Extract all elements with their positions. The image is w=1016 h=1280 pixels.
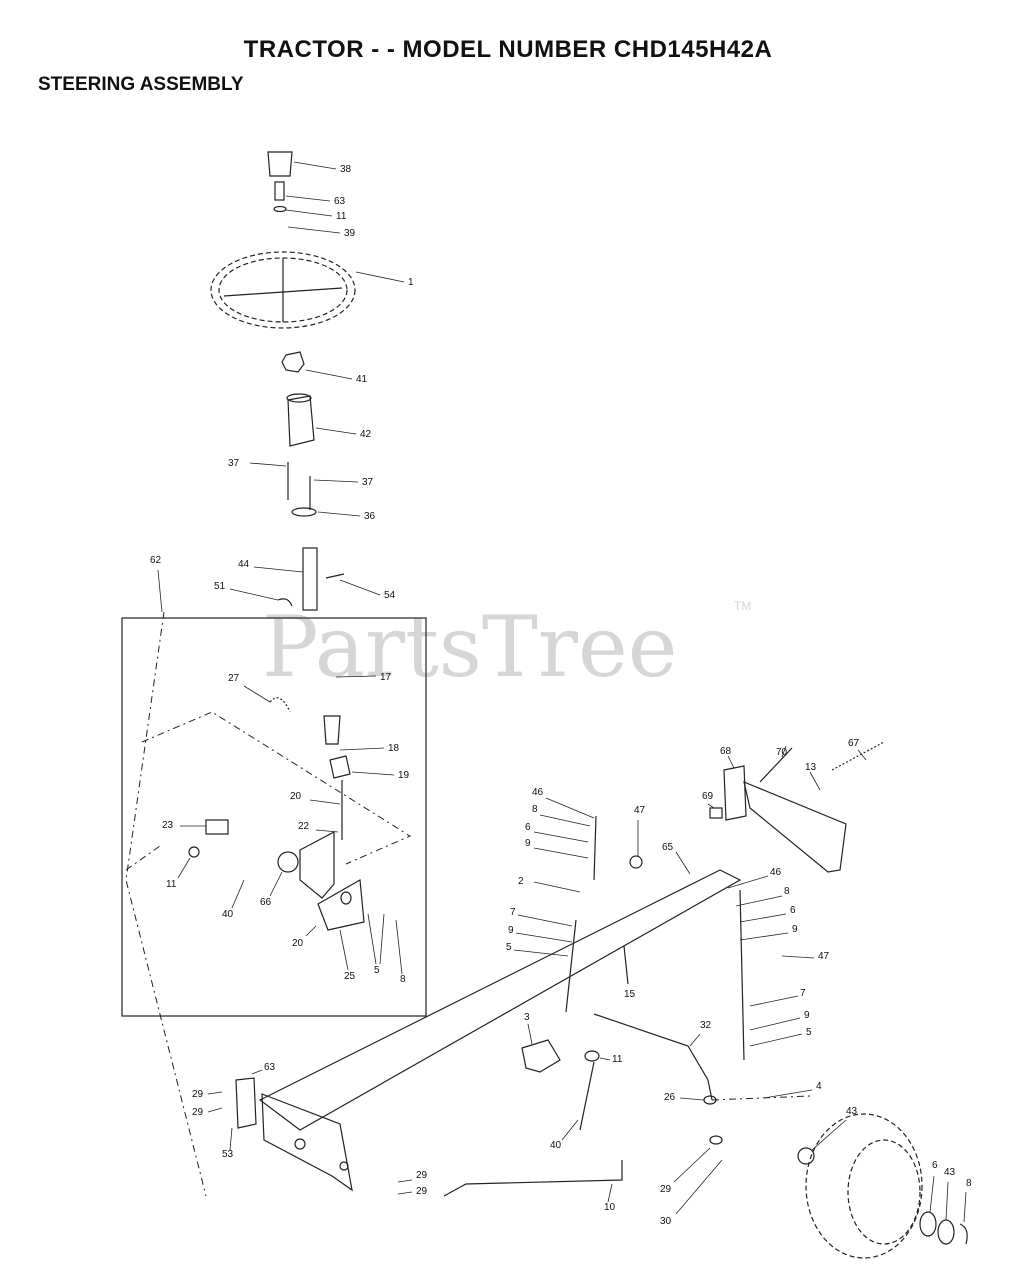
part-callout-25: 25 [344, 971, 356, 982]
centerline [125, 611, 207, 1197]
part-callout-37: 37 [362, 477, 374, 488]
tie-rod [443, 1160, 623, 1203]
part-callout-41: 41 [356, 374, 368, 385]
part-callout-5: 5 [374, 965, 380, 976]
watermark-text: PartsTree [262, 598, 677, 696]
part-callout-53: 53 [222, 1149, 234, 1160]
part-callout-4: 4 [816, 1081, 822, 1092]
part-callout-11: 11 [166, 879, 177, 890]
part-callout-18: 18 [388, 743, 400, 754]
part-callout-39: 39 [344, 228, 356, 239]
part-callout-32: 32 [700, 1020, 712, 1031]
axle-bracket-left [207, 1069, 413, 1195]
part-callout-6: 6 [790, 905, 796, 916]
drag-link [561, 1013, 813, 1215]
part-callout-51: 51 [214, 581, 226, 592]
part-callout-47: 47 [634, 805, 646, 816]
page-title: TRACTOR - - MODEL NUMBER CHD145H42A [243, 36, 773, 63]
part-callout-8: 8 [966, 1178, 972, 1189]
axle-bracket-right [707, 741, 885, 873]
part-callout-66: 66 [260, 897, 272, 908]
steering-cap [267, 151, 337, 177]
part-callout-54: 54 [384, 590, 396, 601]
part-callout-40: 40 [550, 1140, 562, 1151]
part-callout-6: 6 [932, 1160, 938, 1171]
part-callout-1: 1 [408, 277, 414, 288]
part-callout-10: 10 [604, 1202, 616, 1213]
part-callout-2: 2 [518, 876, 524, 887]
part-callout-70: 70 [776, 747, 788, 758]
part-callout-15: 15 [624, 989, 636, 1000]
steering-wheel [210, 251, 405, 329]
part-callout-3: 3 [524, 1012, 530, 1023]
part-callout-6: 6 [525, 822, 531, 833]
part-callout-13: 13 [805, 762, 817, 773]
steering-sector [521, 1023, 561, 1073]
left-spindle [513, 797, 643, 1013]
section-title: STEERING ASSEMBLY [38, 74, 244, 95]
part-callout-8: 8 [532, 804, 538, 815]
part-callout-62: 62 [150, 555, 162, 566]
shaft-bolts [249, 462, 361, 517]
right-spindle [727, 875, 815, 1061]
part-callout-11: 11 [612, 1054, 623, 1065]
steering-shaft [229, 547, 381, 611]
part-callout-5: 5 [806, 1027, 812, 1038]
part-callout-9: 9 [525, 838, 531, 849]
part-callout-46: 46 [532, 787, 544, 798]
part-callout-68: 68 [720, 746, 732, 757]
part-callout-38: 38 [340, 164, 352, 175]
part-callout-47: 47 [818, 951, 830, 962]
part-callout-29: 29 [192, 1089, 204, 1100]
part-callout-29: 29 [416, 1170, 428, 1181]
steering-adapter [281, 351, 353, 380]
part-callout-20: 20 [290, 791, 302, 802]
part-callout-30: 30 [660, 1216, 672, 1227]
part-callout-42: 42 [360, 429, 372, 440]
part-callout-26: 26 [664, 1092, 676, 1103]
part-callout-20: 20 [292, 938, 304, 949]
part-callout-17: 17 [380, 672, 392, 683]
part-callout-44: 44 [238, 559, 250, 570]
part-callout-7: 7 [510, 907, 516, 918]
part-callout-8: 8 [784, 886, 790, 897]
part-callout-29: 29 [192, 1107, 204, 1118]
part-callout-67: 67 [848, 738, 860, 749]
part-callout-7: 7 [800, 988, 806, 999]
part-callout-43: 43 [944, 1167, 956, 1178]
front-wheel [797, 1113, 968, 1259]
front-axle [258, 851, 742, 1131]
part-callout-29: 29 [416, 1186, 428, 1197]
part-callout-69: 69 [702, 791, 714, 802]
part-callout-11: 11 [336, 211, 347, 222]
part-callout-46: 46 [770, 867, 782, 878]
part-callout-36: 36 [364, 511, 376, 522]
part-callout-27: 27 [228, 673, 240, 684]
part-callout-63: 63 [264, 1062, 276, 1073]
part-callout-22: 22 [298, 821, 310, 832]
gear-assembly-inset [121, 569, 427, 1017]
part-callout-5: 5 [506, 942, 512, 953]
cap-bolt [273, 181, 341, 234]
part-callout-19: 19 [398, 770, 410, 781]
watermark-trademark: TM [734, 599, 751, 613]
part-callout-63: 63 [334, 196, 346, 207]
part-callout-9: 9 [508, 925, 514, 936]
part-callout-23: 23 [162, 820, 174, 831]
part-callout-65: 65 [662, 842, 674, 853]
part-callout-8: 8 [400, 974, 406, 985]
steering-bellows [286, 393, 357, 447]
part-callout-43: 43 [846, 1106, 858, 1117]
part-callout-9: 9 [804, 1010, 810, 1021]
part-callout-9: 9 [792, 924, 798, 935]
part-callout-29: 29 [660, 1184, 672, 1195]
part-callout-40: 40 [222, 909, 234, 920]
part-callout-37: 37 [228, 458, 240, 469]
